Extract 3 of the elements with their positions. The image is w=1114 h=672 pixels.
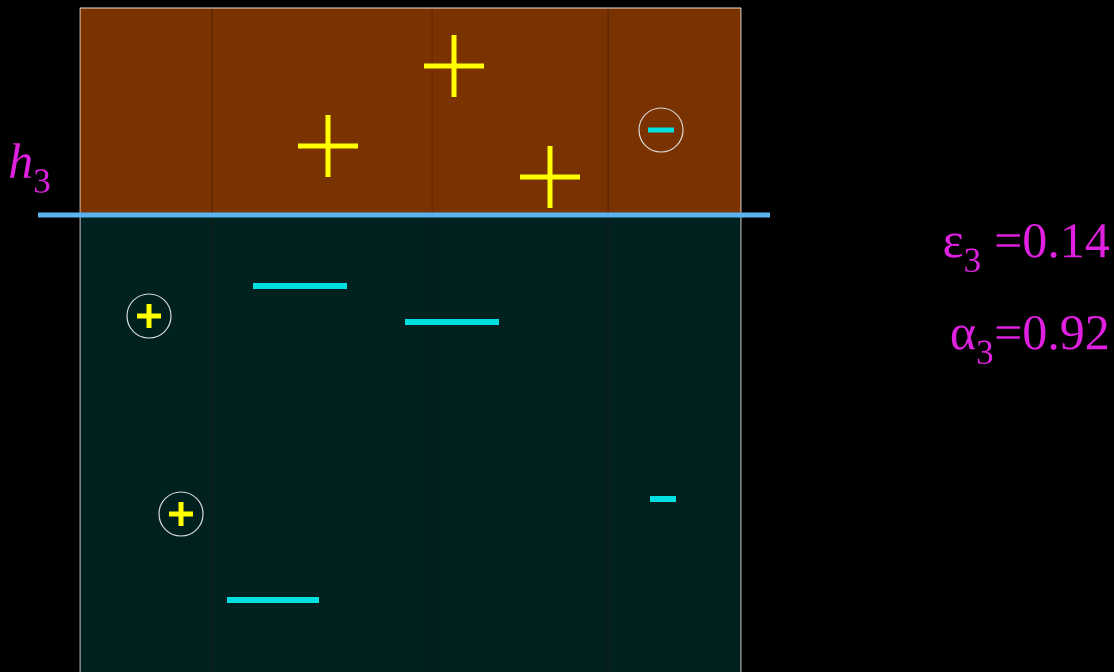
- classifier-label: h$_{3}$: [10, 143, 50, 193]
- error-label: ε$_{3}$ =0.14: [944, 223, 1109, 273]
- weight-label: α$_{3}$=0.92: [951, 315, 1108, 365]
